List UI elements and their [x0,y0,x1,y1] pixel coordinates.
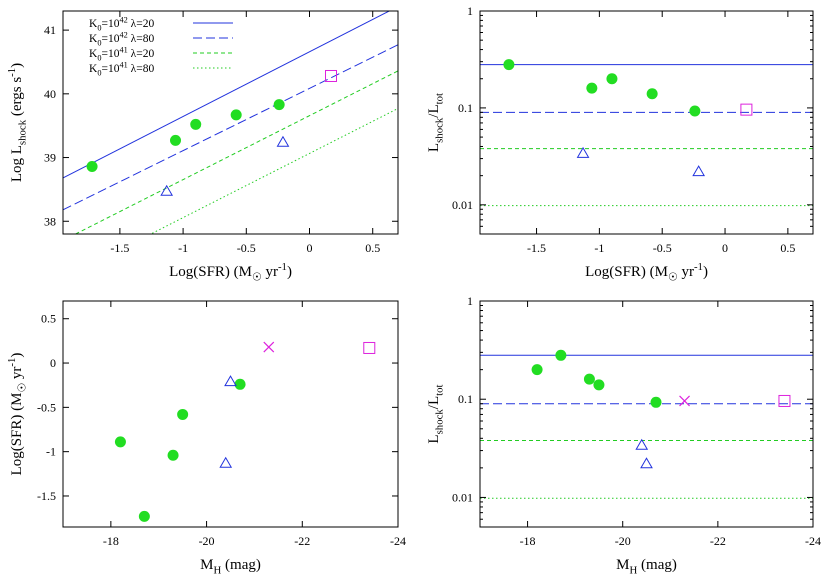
x-tick-label: 0.5 [365,241,380,255]
x-tick-label: 0 [307,241,313,255]
y-tick-label: 41 [44,23,56,37]
data-point-circle [593,379,605,391]
x-axis-label: Log(SFR) (M☉ yr-1) [585,261,708,284]
legend-label: K0=1042 λ=20 [89,15,154,32]
data-point-triangle [576,146,590,158]
y-tick-label: 0.1 [458,101,473,115]
x-tick-label: -0.5 [237,241,256,255]
plot-area [480,59,813,207]
legend-label: K0=1041 λ=80 [89,60,154,77]
data-point-square [363,341,376,354]
data-point-cross [679,395,690,407]
chart-panel-bottom-left: -18 -20 -22 -24 -1.5 -1 -0.5 0 0.5 MH (mag) Log(SF… [6,300,406,577]
plot-frame [62,300,399,528]
data-point-square [778,394,791,407]
x-tick-label: -24 [390,534,406,548]
x-tick-label: -18 [103,534,119,548]
y-axis-label: Lshock/Ltot [426,384,446,443]
data-point-cross [263,341,275,353]
y-tick-label: 1 [467,4,473,18]
x-axis-label: MH (mag) [200,557,261,577]
legend-label: K0=1041 λ=20 [89,45,154,62]
plot-area [480,349,813,499]
y-tick-label: 38 [44,214,56,228]
y-tick-label: 0.01 [452,490,473,504]
x-tick-label: -20 [615,534,631,548]
y-tick-label: 0.1 [458,392,473,406]
data-point-triangle [224,375,237,387]
data-point-triangle [219,456,233,468]
plot-frame [62,10,399,235]
plot-frame [479,10,814,235]
x-tick-label: -1 [594,241,604,255]
model-line [63,44,398,211]
y-tick-label: 39 [44,151,56,165]
data-point-circle [531,364,543,376]
x-tick-label: -1.5 [527,241,546,255]
data-point-triangle [640,457,653,469]
data-point-circle [177,408,189,420]
y-tick-label: -1.5 [37,489,56,503]
data-point-circle [114,436,126,448]
x-tick-label: -1.5 [110,241,129,255]
y-tick-label: -1 [46,445,56,459]
data-point-circle [606,73,618,85]
y-tick-label: -0.5 [37,400,56,414]
data-point-circle [234,378,246,390]
y-tick-label: 1 [467,294,473,308]
x-tick-label: 0.5 [780,241,795,255]
plot-area [114,341,376,522]
data-point-circle [86,160,98,172]
chart-panel-bottom-right: -18 -20 -22 -24 0.01 0.1 1 MH (mag) Lshock/Ltot [426,294,821,577]
plot-area [63,11,398,234]
data-point-circle [138,510,150,522]
model-line [149,108,398,234]
y-axis-label: Lshock/Ltot [426,93,446,152]
x-tick-label: -22 [710,534,726,548]
x-tick-label: 0 [722,241,728,255]
y-axis-label: Log(SFR) (M☉ yr-1) [6,353,29,476]
data-point-square [325,69,337,82]
data-point-circle [230,109,242,121]
y-tick-label: 40 [44,87,56,101]
x-axis-label: Log(SFR) (M☉ yr-1) [169,261,292,284]
data-point-triangle [635,438,649,450]
y-tick-label: 0.5 [41,312,56,326]
data-point-triangle [276,135,290,147]
data-point-circle [190,118,202,130]
x-tick-label: -20 [199,534,215,548]
data-point-circle [583,373,595,385]
x-tick-label: -18 [520,534,536,548]
x-tick-label: -22 [294,534,310,548]
data-point-triangle [160,184,174,196]
data-point-circle [650,396,662,408]
x-tick-label: -0.5 [653,241,672,255]
x-axis-label: MH (mag) [616,557,677,577]
legend-label: K0=1042 λ=80 [89,30,154,47]
model-line [63,11,391,179]
y-tick-label: 0.01 [452,198,473,212]
data-point-circle [273,99,285,111]
x-tick-label: -24 [805,534,821,548]
data-point-circle [555,349,567,361]
data-point-circle [167,449,179,461]
y-axis-label: Log Lshock (ergs s-1) [6,63,29,182]
data-point-square [740,103,753,116]
data-point-circle [170,134,182,146]
data-point-circle [586,82,598,94]
x-tick-label: -1 [178,241,188,255]
y-tick-label: 0 [50,356,56,370]
plot-frame [479,300,814,528]
model-line [74,70,398,234]
data-point-circle [503,59,515,71]
data-point-circle [689,105,701,117]
data-point-triangle [692,165,706,177]
data-point-circle [646,88,658,100]
